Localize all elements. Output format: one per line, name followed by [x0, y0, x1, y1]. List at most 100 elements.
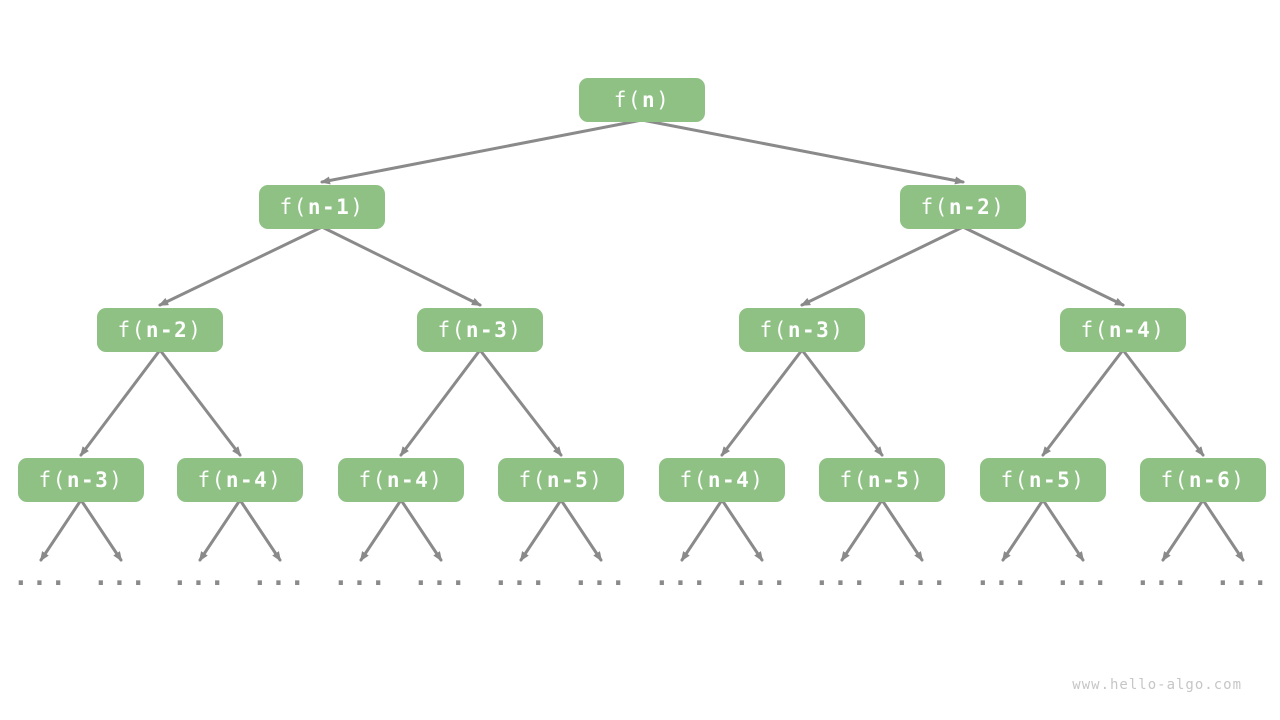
edge-arrow — [680, 498, 724, 562]
node-label-suf: ) — [268, 468, 283, 492]
node-label-suf: ) — [656, 88, 671, 112]
edge-arrow — [478, 348, 563, 457]
watermark: www.hello-algo.com — [1072, 677, 1242, 693]
edge-arrow — [39, 498, 83, 562]
node-label-pre: f( — [613, 88, 642, 112]
node-label-suf: ) — [429, 468, 444, 492]
ellipsis-node: ... — [248, 562, 312, 599]
edge-arrow — [961, 225, 1125, 307]
tree-node: f(n-4) — [1060, 308, 1186, 352]
tree-node: f(n-5) — [980, 458, 1106, 502]
edge-arrow — [800, 348, 884, 457]
node-label-suf: ) — [750, 468, 765, 492]
ellipsis-label: ... — [493, 562, 549, 592]
ellipsis-node: ... — [89, 562, 153, 599]
ellipsis-label: ... — [13, 562, 69, 592]
node-label-arg: n-4 — [225, 468, 269, 492]
ellipsis-label: ... — [894, 562, 950, 592]
node-label-pre: f( — [38, 468, 67, 492]
edge-arrow — [1161, 498, 1205, 562]
node-label-suf: ) — [830, 318, 845, 342]
tree-node: f(n-2) — [900, 185, 1026, 229]
node-label-pre: f( — [1000, 468, 1029, 492]
edge-arrow — [79, 348, 162, 457]
node-label-pre: f( — [279, 195, 308, 219]
node-label-pre: f( — [197, 468, 226, 492]
node-label-pre: f( — [437, 318, 466, 342]
ellipsis-node: ... — [1211, 564, 1275, 599]
tree-node: f(n-3) — [417, 308, 543, 352]
ellipsis-node: ... — [650, 564, 714, 599]
ellipsis-label: ... — [573, 562, 629, 592]
edge-arrow — [320, 225, 482, 307]
edge-arrow — [720, 498, 764, 562]
edge-arrow — [1041, 498, 1085, 562]
ellipsis-node: ... — [409, 562, 473, 599]
tree-node: f(n-4) — [177, 458, 303, 502]
node-label-arg: n — [641, 88, 657, 112]
node-label-pre: f( — [1080, 318, 1109, 342]
ellipsis-node: ... — [730, 562, 794, 599]
node-label-arg: n-4 — [1108, 318, 1152, 342]
edge-arrow — [1121, 348, 1205, 457]
edge-arrow — [559, 498, 603, 562]
node-label-suf: ) — [508, 318, 523, 342]
edge-arrow — [840, 498, 884, 562]
ellipsis-node: ... — [569, 562, 633, 599]
node-label-arg: n-3 — [787, 318, 831, 342]
node-label-arg: n-5 — [1028, 468, 1072, 492]
node-label-suf: ) — [991, 195, 1006, 219]
node-label-suf: ) — [109, 468, 124, 492]
edge-arrow — [1201, 498, 1245, 562]
edge-arrow — [320, 118, 644, 185]
edge-arrow — [399, 348, 482, 457]
node-label-arg: n-1 — [307, 195, 351, 219]
ellipsis-label: ... — [252, 562, 308, 592]
node-label-suf: ) — [1071, 468, 1086, 492]
ellipsis-node: ... — [489, 562, 553, 599]
edge-arrow — [720, 348, 804, 457]
edge-arrow — [880, 498, 924, 562]
ellipsis-label: ... — [413, 562, 469, 592]
ellipsis-label: ... — [1055, 562, 1111, 592]
ellipsis-node: ... — [9, 562, 73, 599]
node-label-pre: f( — [759, 318, 788, 342]
edge-arrow — [238, 498, 282, 562]
edge-arrow — [1041, 348, 1125, 457]
node-label-arg: n-5 — [867, 468, 911, 492]
node-label-suf: ) — [910, 468, 925, 492]
node-label-suf: ) — [1231, 468, 1246, 492]
tree-node: f(n-1) — [259, 185, 385, 229]
edge-arrow — [158, 225, 324, 307]
ellipsis-label: ... — [734, 562, 790, 592]
node-label-arg: n-6 — [1188, 468, 1232, 492]
ellipsis-label: ... — [172, 562, 228, 592]
tree-node: f(n) — [579, 78, 705, 122]
node-label-arg: n-3 — [465, 318, 509, 342]
ellipsis-node: ... — [1131, 564, 1195, 599]
node-label-arg: n-2 — [948, 195, 992, 219]
ellipsis-node: ... — [1051, 562, 1115, 599]
ellipsis-node: ... — [890, 562, 954, 599]
ellipsis-label: ... — [975, 562, 1031, 592]
ellipsis-node: ... — [971, 562, 1035, 599]
tree-node: f(n-5) — [819, 458, 945, 502]
edge-arrow — [198, 498, 242, 562]
node-label-pre: f( — [358, 468, 387, 492]
edge-arrow — [640, 118, 965, 185]
ellipsis-node: ... — [810, 562, 874, 599]
node-label-suf: ) — [188, 318, 203, 342]
ellipsis-node: ... — [329, 564, 393, 599]
node-label-pre: f( — [679, 468, 708, 492]
node-label-pre: f( — [518, 468, 547, 492]
edge-arrow — [359, 498, 403, 562]
tree-node: f(n-3) — [18, 458, 144, 502]
node-label-arg: n-4 — [386, 468, 430, 492]
tree-node: f(n-2) — [97, 308, 223, 352]
tree-node: f(n-5) — [498, 458, 624, 502]
ellipsis-label: ... — [814, 562, 870, 592]
edge-arrow — [79, 498, 123, 562]
edge-arrow — [800, 225, 965, 307]
ellipsis-label: ... — [93, 562, 149, 592]
